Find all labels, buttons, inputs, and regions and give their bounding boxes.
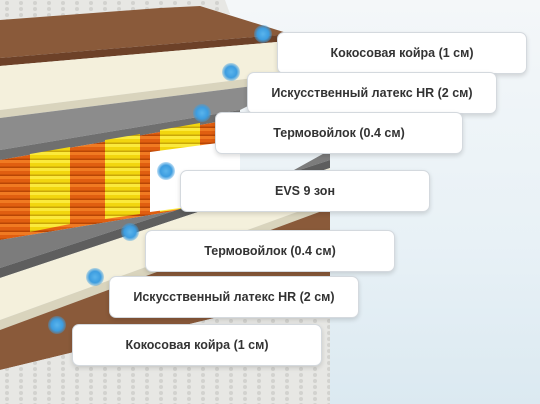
- layer-label-top-latex: Искусственный латекс HR (2 см): [247, 72, 497, 114]
- layer-label-springs: EVS 9 зон: [180, 170, 430, 212]
- layer-label-top-coir: Кокосовая койра (1 см): [277, 32, 527, 74]
- top-felt-layer: [0, 80, 300, 150]
- layer-label-top-felt: Термовойлок (0.4 см): [215, 112, 463, 154]
- top-coir-layer: [0, 6, 290, 58]
- layer-marker-6: [86, 268, 104, 286]
- layer-label-bottom-latex: Искусственный латекс HR (2 см): [109, 276, 359, 318]
- layer-marker-3: [193, 104, 211, 122]
- top-latex-layer: [0, 40, 300, 110]
- layer-label-bottom-coir: Кокосовая койра (1 см): [72, 324, 322, 366]
- layer-marker-7: [48, 316, 66, 334]
- layer-marker-1: [254, 25, 272, 43]
- bottom-felt-layer: [0, 150, 330, 268]
- layer-marker-5: [121, 223, 139, 241]
- layer-marker-4: [157, 162, 175, 180]
- layer-label-bottom-felt: Термовойлок (0.4 см): [145, 230, 395, 272]
- layer-marker-2: [222, 63, 240, 81]
